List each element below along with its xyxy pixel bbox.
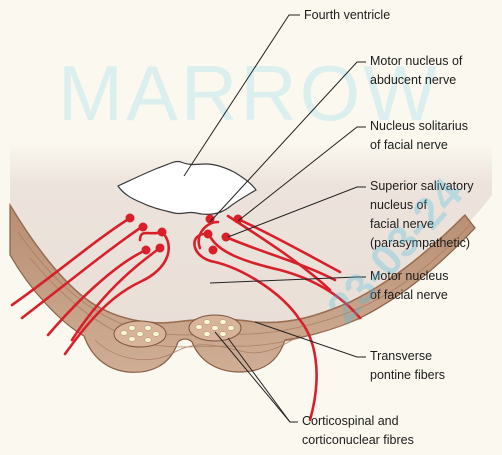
label-fourth-ventricle: Fourth ventricle bbox=[304, 6, 390, 25]
nucleus-dot bbox=[158, 228, 167, 237]
label-nucleus-solitarius: Nucleus solitarius of facial nerve bbox=[370, 117, 468, 155]
label-corticospinal: Corticospinal and corticonuclear fibres bbox=[302, 412, 414, 450]
corticospinal-bundle-right bbox=[189, 315, 241, 341]
nucleus-dot bbox=[156, 244, 165, 253]
nucleus-dot bbox=[126, 214, 135, 223]
label-transverse-pontine: Transverse pontine fibers bbox=[370, 347, 445, 385]
corticospinal-bundle-left bbox=[114, 321, 166, 347]
nucleus-dot bbox=[204, 230, 213, 239]
label-superior-salivatory: Superior salivatory nucleus of facial ne… bbox=[370, 177, 474, 253]
nucleus-dot bbox=[139, 223, 148, 232]
nucleus-dot bbox=[209, 246, 218, 255]
label-motor-facial: Motor nucleus of facial nerve bbox=[370, 267, 449, 305]
nucleus-dot bbox=[142, 246, 151, 255]
label-abducent-nucleus: Motor nucleus of abducent nerve bbox=[370, 52, 462, 90]
